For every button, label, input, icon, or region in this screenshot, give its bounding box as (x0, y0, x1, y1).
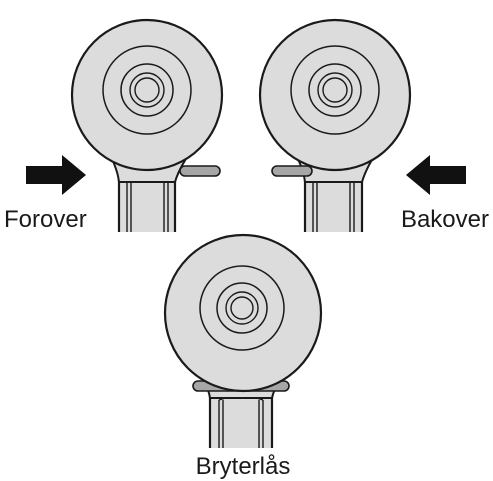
ratchet-head (70, 18, 224, 172)
drive-ring (199, 265, 285, 351)
drive-ring-inner (120, 63, 174, 117)
ratchet-forward: Forover (4, 18, 224, 233)
ratchet-head (163, 233, 323, 393)
forward-label: Forover (4, 206, 87, 233)
drive-square-outer (225, 291, 259, 325)
direction-switch (179, 165, 221, 177)
ratchet-reverse: Bakover (258, 18, 489, 233)
ratchet-lock: Bryterlås (163, 233, 323, 480)
drive-square-inner (134, 77, 160, 103)
drive-square-outer (317, 72, 353, 108)
arrow-right-icon (26, 155, 86, 195)
lock-label: Bryterlås (196, 453, 291, 480)
arrow-left-icon (406, 155, 466, 195)
direction-switch (271, 165, 313, 177)
drive-ring-inner (216, 282, 268, 334)
drive-square-inner (230, 296, 254, 320)
handle (208, 392, 274, 448)
drive-ring (290, 45, 380, 135)
drive-ring-inner (308, 63, 362, 117)
drive-square-outer (129, 72, 165, 108)
ratchet-head (258, 18, 412, 172)
drive-ring (102, 45, 192, 135)
drive-square-inner (322, 77, 348, 103)
reverse-label: Bakover (401, 206, 489, 233)
